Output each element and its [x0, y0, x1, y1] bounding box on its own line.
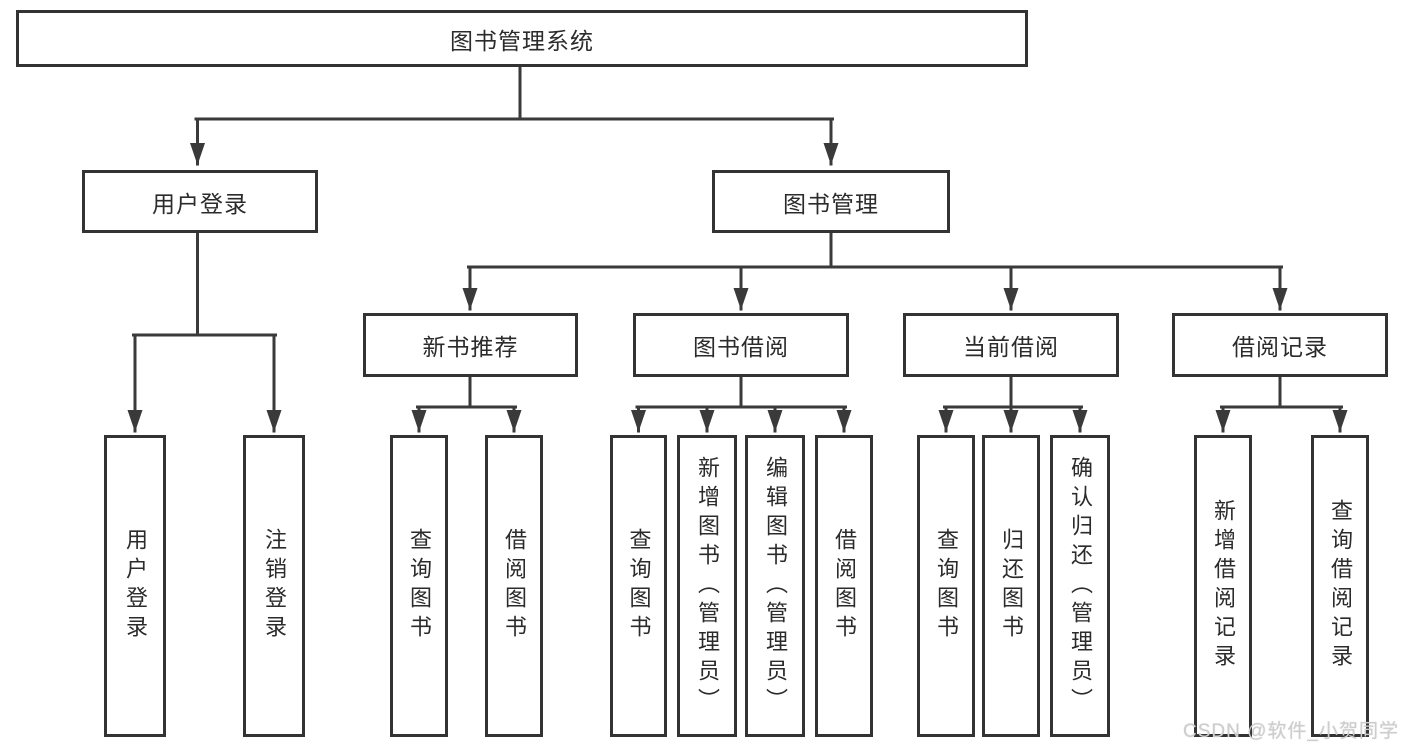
node-leaf-borrow-books-2: 借阅图书: [815, 435, 873, 737]
node-leaf-label: 查询图书: [934, 528, 959, 644]
node-leaf-label: 查询图书: [626, 528, 652, 644]
node-leaf-label: 借阅图书: [502, 528, 527, 644]
node-leaf-label: 归还图书: [999, 528, 1024, 644]
node-leaf-query-books-3: 查询图书: [917, 435, 975, 737]
node-leaf-label: 新增借阅记录: [1211, 499, 1236, 673]
node-leaf-label: 编辑图书（管理员）: [763, 455, 788, 717]
node-book-borrowing: 图书借阅: [633, 313, 849, 377]
node-leaf-add-books-admin: 新增图书（管理员）: [677, 435, 737, 737]
node-leaf-user-login: 用户登录: [104, 435, 166, 737]
node-leaf-confirm-return-admin: 确认归还（管理员）: [1050, 435, 1110, 737]
node-leaf-return-books: 归还图书: [982, 435, 1040, 737]
node-leaf-label: 查询图书: [407, 528, 432, 644]
node-leaf-label: 用户登录: [123, 528, 148, 644]
node-leaf-borrow-books-1: 借阅图书: [485, 435, 543, 737]
node-current-borrowing: 当前借阅: [903, 313, 1119, 377]
node-library-management-system: 图书管理系统: [16, 10, 1028, 67]
node-leaf-label: 注销登录: [262, 528, 287, 644]
node-leaf-add-borrow-record: 新增借阅记录: [1194, 435, 1252, 737]
node-book-management-branch: 图书管理: [712, 170, 950, 233]
node-leaf-query-books-1: 查询图书: [390, 435, 448, 737]
node-leaf-logout: 注销登录: [243, 435, 305, 737]
watermark-text: CSDN @软件_小贺同学: [1183, 721, 1399, 742]
node-leaf-label: 确认归还（管理员）: [1068, 455, 1093, 717]
node-user-login-branch: 用户登录: [82, 170, 318, 233]
node-leaf-edit-books-admin: 编辑图书（管理员）: [745, 435, 805, 737]
node-leaf-label: 查询借阅记录: [1328, 499, 1353, 673]
node-leaf-label: 借阅图书: [832, 528, 857, 644]
node-leaf-label: 新增图书（管理员）: [695, 455, 720, 717]
node-leaf-query-books-2: 查询图书: [610, 435, 667, 737]
node-borrowing-records: 借阅记录: [1172, 313, 1388, 377]
node-new-book-recommendation: 新书推荐: [363, 313, 578, 377]
node-leaf-query-borrow-record: 查询借阅记录: [1311, 435, 1369, 737]
